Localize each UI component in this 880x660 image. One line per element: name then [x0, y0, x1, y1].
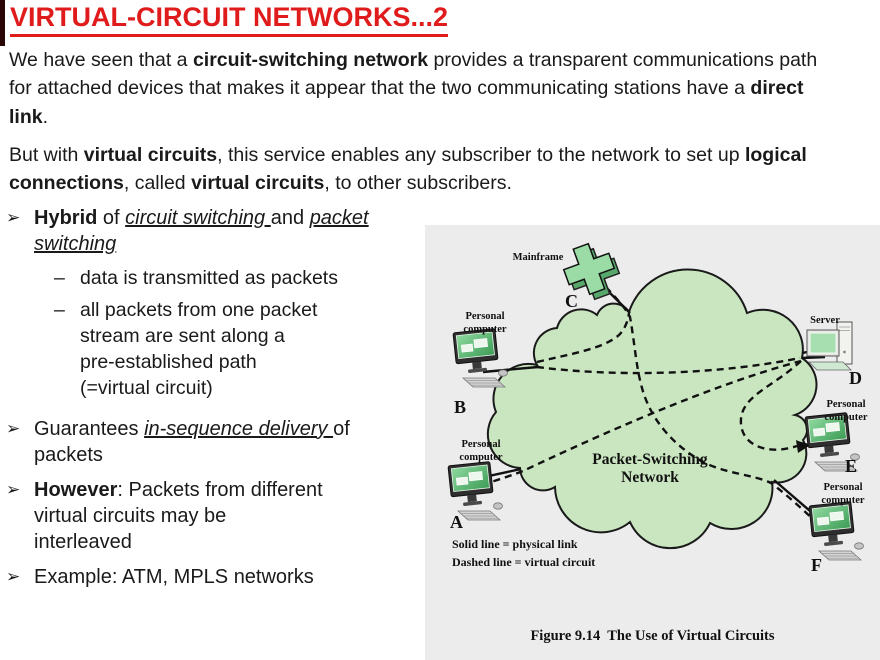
text-run-italic: switching: [34, 233, 117, 255]
text-run: all packets from one packet: [80, 298, 318, 321]
text-run-bold: virtual circuits: [83, 144, 218, 166]
text-run: (=virtual circuit): [80, 376, 213, 399]
text-run: .: [42, 105, 49, 128]
bullet-however-text: However: Packets from different virtual c…: [34, 477, 430, 555]
physical-link-b: [482, 365, 539, 374]
text-run: of: [97, 207, 126, 229]
virtual-circuit-c-to-f: [605, 286, 816, 522]
network-diagram-canvas: [447, 237, 864, 561]
intro-paragraph-2: But with virtual circuits, this service …: [9, 141, 873, 198]
text-run: , called: [123, 172, 192, 195]
physical-link-d: [801, 355, 826, 360]
text-run-bold: circuit-switching network: [192, 49, 429, 71]
text-run-bold: logical: [744, 144, 807, 166]
text-run: Guarantees: [34, 417, 145, 440]
text-run: virtual circuits may be: [34, 504, 227, 527]
label-personal-computer-b: Personal computer: [463, 311, 507, 336]
figure-caption: Figure 9.14 The Use of Virtual Circuits: [530, 628, 775, 644]
node-letter-e: E: [845, 456, 858, 476]
label-personal-computer-e: Personal computer: [824, 399, 868, 424]
node-letter-c: C: [565, 291, 578, 311]
label-server: Server: [810, 315, 840, 326]
text-run: , this service enables any subscriber to…: [217, 144, 745, 166]
dash-bullet-icon: –: [54, 267, 65, 289]
arrow-bullet-icon: ➢: [6, 208, 21, 227]
text-run: stream are sent along a: [80, 324, 285, 347]
text-run-italic: in-sequence delivery: [144, 417, 334, 440]
bullet-example: ➢ Example: ATM, MPLS networks: [6, 564, 430, 590]
sub-bullet-2-text: all packets from one packet stream are se…: [80, 298, 430, 402]
text-run-bold: direct: [750, 77, 804, 100]
text-run: We have seen that a: [9, 49, 193, 71]
legend: Solid line = physical link Dashed line =…: [452, 535, 595, 571]
arrow-bullet-icon: ➢: [6, 479, 21, 499]
text-run-bold: However: [34, 478, 118, 501]
virtual-circuit-b-to-d: [536, 356, 801, 375]
cloud-title-line1: Packet-Switching: [592, 451, 708, 468]
label-mainframe: Mainframe: [512, 252, 564, 263]
server-icon: [806, 321, 853, 371]
bullet-guarantees: ➢ Guarantees in-sequence delivery of pack…: [6, 416, 430, 468]
node-letter-d: D: [849, 368, 862, 388]
page-title-text: VIRTUAL-CIRCUIT NETWORKS...2: [10, 2, 448, 37]
cloud-title-line2: Network: [621, 469, 679, 487]
text-run-bold: Hybrid: [34, 207, 98, 229]
virtual-circuit-b-to-c: [536, 312, 631, 364]
virtual-circuit-a-to-d: [481, 359, 802, 487]
text-run: and: [270, 207, 310, 229]
title-accent-bar: [0, 0, 5, 46]
bullet-example-text: Example: ATM, MPLS networks: [34, 565, 314, 588]
text-run: of: [333, 417, 350, 440]
bullet-hybrid: ➢ Hybrid of circuit switching and packet…: [6, 205, 430, 257]
virtual-circuit-d-to-e-loop: [739, 360, 802, 451]
bullet-hybrid-text: Hybrid of circuit switching and packet sw…: [34, 205, 430, 257]
packet-switching-cloud: [486, 268, 818, 550]
sub-bullet-1-text: data is transmitted as packets: [80, 267, 338, 289]
arrow-bullet-icon: ➢: [6, 418, 21, 438]
text-run: for attached devices that makes it appea…: [9, 77, 751, 100]
bullet-guarantees-text: Guarantees in-sequence delivery of packet…: [34, 416, 430, 468]
node-letter-b: B: [454, 397, 467, 417]
bullet-list: ➢ Hybrid of circuit switching and packet…: [6, 205, 430, 599]
text-run-bold: link: [9, 105, 43, 128]
label-personal-computer-f: Personal computer: [821, 482, 865, 507]
node-letter-a: A: [450, 512, 463, 532]
text-run-bold: virtual circuits: [191, 172, 325, 195]
bullet-however: ➢ However: Packets from different virtual…: [6, 477, 430, 555]
text-run: interleaved: [34, 530, 132, 553]
label-personal-computer-a: Personal computer: [459, 439, 503, 464]
text-run: But with: [9, 144, 84, 166]
network-diagram-panel: Mainframe C Personal computer B Personal…: [425, 225, 880, 660]
text-run-bold: connections: [9, 172, 124, 195]
legend-solid-line: Solid line = physical link: [452, 537, 578, 551]
dash-bullet-icon: –: [54, 298, 65, 321]
arrow-bullet-icon: ➢: [6, 566, 21, 586]
sub-bullet-2: – all packets from one packet stream are …: [54, 298, 430, 402]
pc-icon-f: [808, 501, 864, 561]
text-run-italic: packet: [309, 207, 369, 229]
node-letter-f: F: [811, 555, 822, 575]
text-run: : Packets from different: [117, 478, 323, 501]
text-run: provides a transparent communications pa…: [428, 49, 818, 71]
cloud-title: Packet-Switching Network: [565, 451, 735, 488]
legend-dashed-line: Dashed line = virtual circuit: [452, 555, 596, 569]
sub-bullet-1: – data is transmitted as packets: [54, 266, 430, 292]
text-run: packets: [34, 443, 103, 466]
text-run: pre-established path: [80, 350, 257, 373]
page-title: VIRTUAL-CIRCUIT NETWORKS...2: [10, 2, 448, 37]
text-run: , to other subscribers.: [324, 172, 512, 195]
intro-paragraph-1: We have seen that a circuit-switching ne…: [9, 46, 873, 131]
text-run-italic: circuit switching: [125, 207, 271, 229]
